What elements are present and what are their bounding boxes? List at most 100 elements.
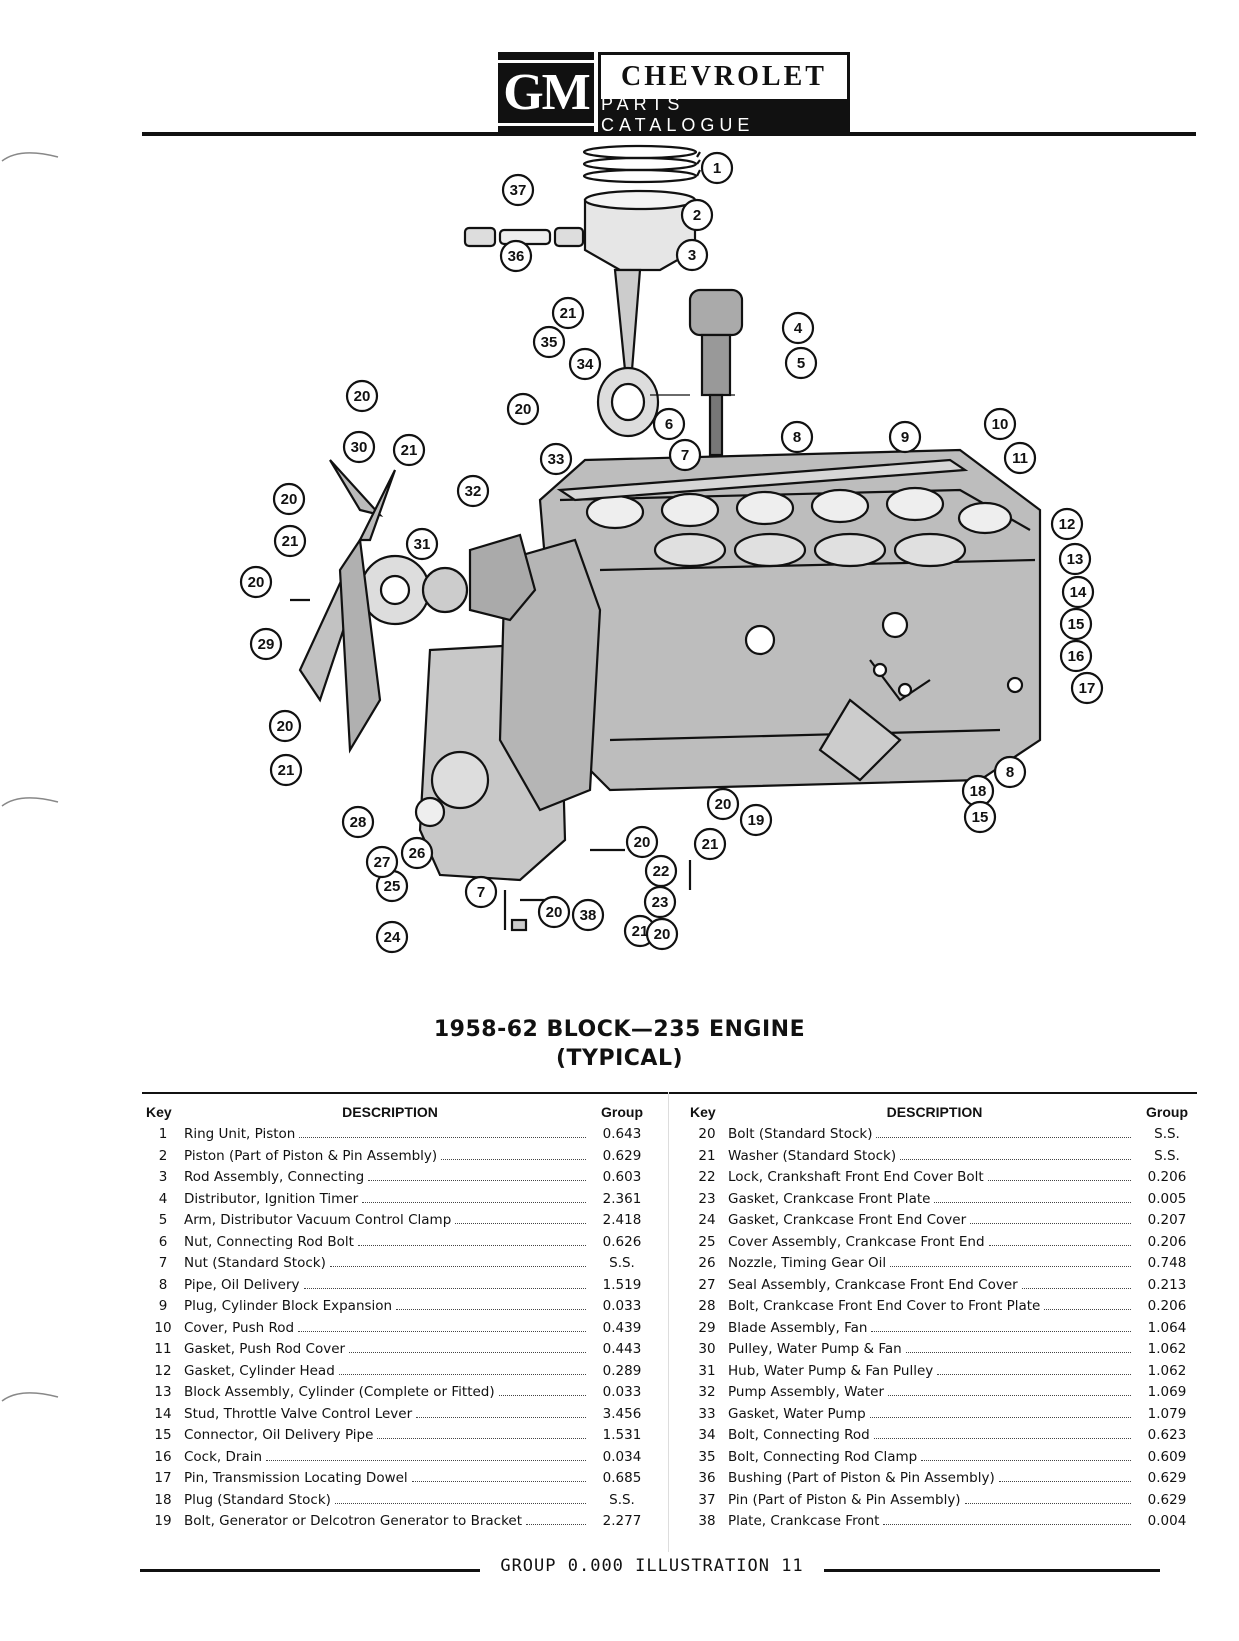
callout-14: 14 (1061, 575, 1095, 609)
row-description-cell: Cover Assembly, Crankcase Front End (728, 1234, 1137, 1250)
row-description-cell: Arm, Distributor Vacuum Control Clamp (184, 1212, 592, 1228)
callout-circle (675, 238, 709, 272)
row-key: 24 (698, 1212, 716, 1228)
margin-mark (1, 1392, 59, 1402)
callout-circle (643, 885, 677, 919)
dot-leader (888, 1394, 1131, 1396)
margin-mark (1, 152, 59, 162)
row-group: 2.418 (602, 1212, 642, 1228)
row-key: 13 (154, 1384, 172, 1400)
callout-29: 29 (249, 627, 283, 661)
row-description: Bolt (Standard Stock) (728, 1126, 873, 1142)
dot-leader (377, 1437, 586, 1439)
distributor-cap (688, 288, 744, 337)
callout-19: 19 (739, 803, 773, 837)
row-key: 2 (158, 1147, 168, 1164)
dot-leader (329, 1265, 586, 1267)
callout-number: 6 (665, 416, 673, 433)
row-description-cell: Plug, Cylinder Block Expansion (184, 1298, 592, 1314)
row-group: 0.033 (602, 1298, 642, 1314)
header-group: Group (601, 1104, 643, 1120)
row-description: Cover Assembly, Crankcase Front End (728, 1233, 985, 1250)
callout-number: 20 (546, 904, 563, 921)
dot-leader (338, 1373, 586, 1375)
row-description: Plug, Cylinder Block Expansion (184, 1298, 393, 1314)
row-description-cell: Pump Assembly, Water (728, 1384, 1137, 1400)
row-group: 0.609 (1147, 1448, 1187, 1465)
row-group: 0.748 (1147, 1255, 1187, 1271)
callout-17: 17 (1070, 671, 1104, 705)
callout-32: 32 (456, 474, 490, 508)
callout-37: 37 (501, 173, 535, 207)
row-description: Bolt, Connecting Rod (728, 1427, 870, 1443)
row-group: 2.277 (602, 1513, 642, 1529)
row-group: 2.361 (602, 1190, 642, 1207)
row-group: 0.033 (602, 1384, 642, 1400)
callout-number: 18 (970, 783, 987, 800)
callout-circle (456, 474, 490, 508)
callout-number: 9 (901, 429, 909, 446)
bolts (290, 598, 692, 930)
callout-28: 28 (341, 805, 375, 839)
callout-number: 21 (282, 533, 299, 550)
row-description-cell: Pipe, Oil Delivery (184, 1277, 592, 1293)
callout-38: 38 (571, 898, 605, 932)
row-description: Pin, Transmission Locating Dowel (184, 1470, 408, 1486)
callout-circle (539, 442, 573, 476)
row-description-cell: Nozzle, Timing Gear Oil (728, 1255, 1137, 1271)
row-group: 0.629 (1147, 1470, 1187, 1486)
dot-leader (1021, 1287, 1131, 1289)
row-group: 1.519 (602, 1276, 642, 1293)
callout-20: 20 (645, 917, 679, 951)
callout-circle (1059, 607, 1093, 641)
callout-5: 5 (784, 346, 818, 380)
row-description-cell: Pin, Transmission Locating Dowel (184, 1470, 592, 1486)
row-group: S.S. (1154, 1126, 1180, 1142)
row-key: 18 (154, 1491, 172, 1508)
row-description-cell: Bolt, Connecting Rod (728, 1427, 1137, 1443)
callout-20: 20 (506, 392, 540, 426)
dot-leader (905, 1351, 1131, 1353)
callout-26: 26 (400, 836, 434, 870)
callout-number: 17 (1079, 680, 1096, 697)
row-description: Bolt, Generator or Delcotron Generator t… (184, 1513, 523, 1529)
row-key: 9 (158, 1298, 168, 1314)
callout-number: 20 (715, 796, 732, 813)
oil-pipe-connector (872, 662, 888, 678)
callout-circle (571, 898, 605, 932)
row-description: Block Assembly, Cylinder (Complete or Fi… (184, 1384, 495, 1400)
callout-number: 25 (384, 878, 401, 895)
row-group: 1.531 (602, 1427, 642, 1443)
row-group: 0.206 (1147, 1298, 1187, 1314)
row-description-cell: Bolt, Generator or Delcotron Generator t… (184, 1513, 592, 1529)
callout-number: 7 (681, 447, 689, 464)
callout-circle (375, 920, 409, 954)
row-description-cell: Pin (Part of Piston & Pin Assembly) (728, 1492, 1137, 1508)
callout-number: 15 (1068, 616, 1085, 633)
callout-number: 19 (748, 812, 765, 829)
row-key: 25 (698, 1233, 716, 1250)
row-key: 34 (698, 1427, 716, 1443)
row-group: 0.643 (602, 1126, 642, 1142)
row-key: 11 (154, 1341, 172, 1357)
callout-circle (780, 420, 814, 454)
catalogue-header: GM CHEVROLET PARTS CATALOGUE (0, 52, 1239, 142)
callout-circle (625, 825, 659, 859)
dot-leader (396, 1308, 586, 1310)
dot-leader (988, 1244, 1131, 1246)
callout-number: 32 (465, 483, 482, 500)
callout-6: 6 (652, 407, 686, 441)
callout-number: 20 (277, 718, 294, 735)
row-description-cell: Plate, Crankcase Front (728, 1513, 1137, 1529)
callout-circle (1070, 671, 1104, 705)
callout-circle (568, 347, 602, 381)
dot-leader (873, 1437, 1131, 1439)
row-group: 0.443 (602, 1341, 642, 1357)
